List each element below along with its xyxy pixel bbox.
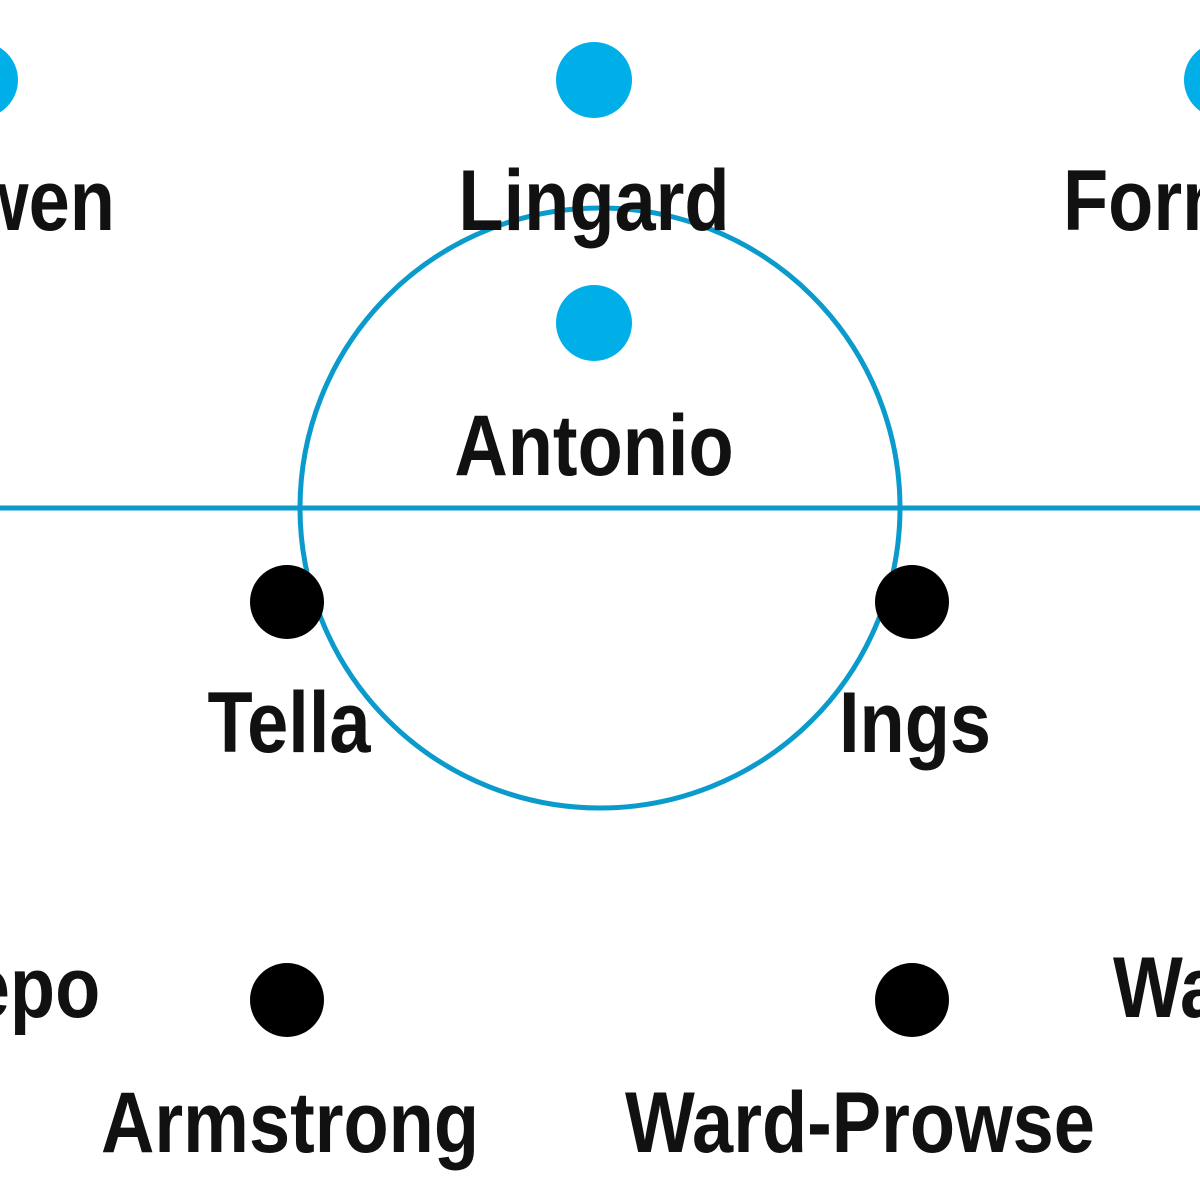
player-dot-lingard (556, 42, 632, 118)
player-name-antonio: Antonio (454, 398, 734, 494)
player-dot-antonio (556, 285, 632, 361)
player-dot-armstrong (250, 963, 324, 1037)
player-dot-fornals (1184, 49, 1200, 111)
player-name-walker-peters: Walker-Peters (1113, 940, 1200, 1036)
player-name-lingard: Lingard (458, 153, 730, 249)
centre-circle (297, 205, 903, 811)
player-dot-tella (250, 565, 324, 639)
player-name-djenepo: Djenepo (0, 940, 100, 1036)
player-dot-ings (875, 565, 949, 639)
player-name-tella: Tella (207, 675, 371, 771)
player-dot-ward-prowse (875, 963, 949, 1037)
player-name-ings: Ings (838, 675, 992, 771)
player-dot-bowen (0, 47, 18, 113)
player-name-ward-prowse: Ward-Prowse (625, 1075, 1095, 1171)
player-name-armstrong: Armstrong (100, 1075, 480, 1171)
player-name-fornals: Fornals (1063, 153, 1200, 249)
player-name-bowen: Bowen (0, 153, 115, 249)
